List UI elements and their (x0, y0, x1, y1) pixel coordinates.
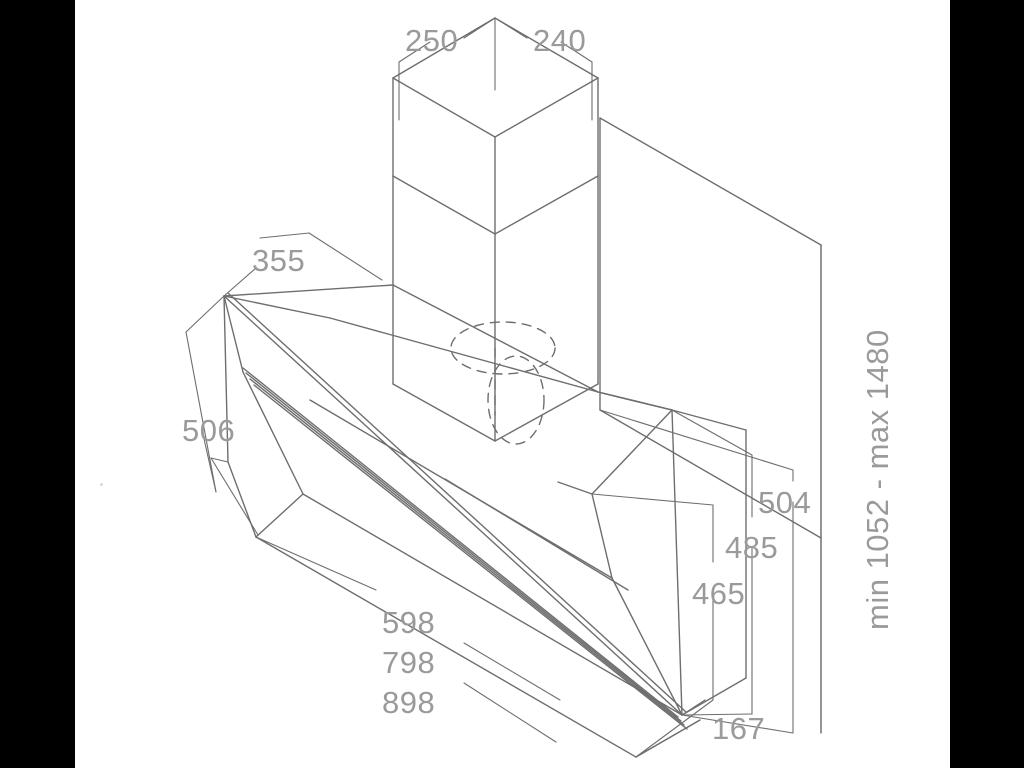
drawing-sheet (75, 0, 950, 768)
dimension-label-167: 167 (712, 711, 766, 746)
chimney-lower-section (392, 175, 599, 442)
duct-outlet-hidden (450, 321, 556, 445)
dimension-label-355: 355 (252, 243, 306, 278)
dimension-label-485: 485 (725, 530, 779, 565)
dimension-label-898: 898 (382, 685, 436, 720)
dimension-label-240: 240 (533, 23, 587, 58)
dimension-label-install-height: min 1052 - max 1480 (860, 329, 895, 630)
dimension-label-798: 798 (382, 645, 436, 680)
dimension-lines (185, 17, 822, 758)
letterbox-bar-right (950, 0, 1024, 768)
hood-inclined-front-panel (223, 292, 688, 730)
hood-right-end-panel (557, 409, 683, 716)
chimney-upper-section (392, 17, 599, 235)
hood-left-end-panel (223, 295, 304, 538)
dimension-label-506: 506 (182, 413, 236, 448)
wall-plane (599, 117, 822, 734)
letterbox-bar-left (0, 0, 75, 768)
hood-rear-underside (671, 409, 747, 679)
dimension-label-465: 465 (692, 576, 746, 611)
hood-top-surface (223, 284, 673, 411)
scan-speck-artifact (100, 483, 103, 486)
dimension-label-250: 250 (405, 23, 459, 58)
dimension-label-504: 504 (758, 485, 812, 520)
dimension-label-598: 598 (382, 605, 436, 640)
